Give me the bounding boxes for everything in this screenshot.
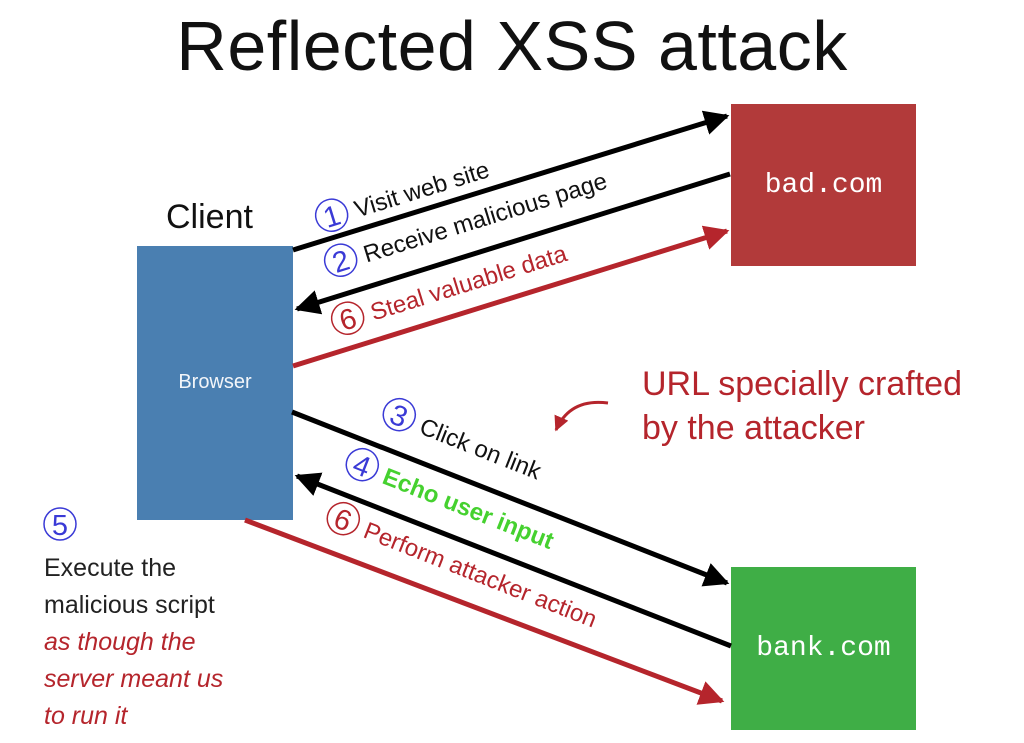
arrow-steal <box>292 225 730 369</box>
step-5-marker: 5 <box>43 507 77 542</box>
browser-box: Browser <box>137 246 293 520</box>
url-annotation-line1: URL specially crafted <box>642 365 962 403</box>
curved-pointer-arrow <box>554 400 609 432</box>
bank-server-box: bank.com <box>731 567 916 730</box>
arrow-visit <box>292 110 730 253</box>
execute-description: Execute the malicious script as though t… <box>44 550 223 735</box>
client-label: Client <box>166 198 253 236</box>
execute-line2: malicious script <box>44 591 215 619</box>
page-title: Reflected XSS attack <box>176 7 848 85</box>
step-6b-circle <box>326 501 361 536</box>
step-5-number: 5 <box>52 510 68 542</box>
arrow-echo <box>294 472 732 649</box>
bad-server-box: bad.com <box>731 104 916 266</box>
execute-line1: Execute the <box>44 554 177 582</box>
url-annotation-line2: by the attacker <box>642 409 866 447</box>
bank-server-label: bank.com <box>756 633 891 664</box>
execute-line5: to run it <box>44 702 128 730</box>
execute-line3: as though the <box>44 628 196 656</box>
step-4-circle <box>345 447 380 482</box>
browser-label: Browser <box>178 371 252 393</box>
step-3-circle <box>382 397 417 432</box>
step-6a-circle <box>330 301 365 335</box>
step-5-circle <box>43 507 77 541</box>
arrow-receive <box>294 171 731 315</box>
url-annotation: URL specially crafted by the attacker <box>642 362 962 450</box>
step-3-label: Click on link <box>416 413 546 485</box>
step-2-circle <box>323 243 358 277</box>
arrow-perform <box>244 517 725 705</box>
step-1-circle <box>314 198 349 232</box>
arrow-click <box>291 409 730 587</box>
execute-line4: server meant us <box>44 665 224 693</box>
bad-server-label: bad.com <box>764 169 883 201</box>
